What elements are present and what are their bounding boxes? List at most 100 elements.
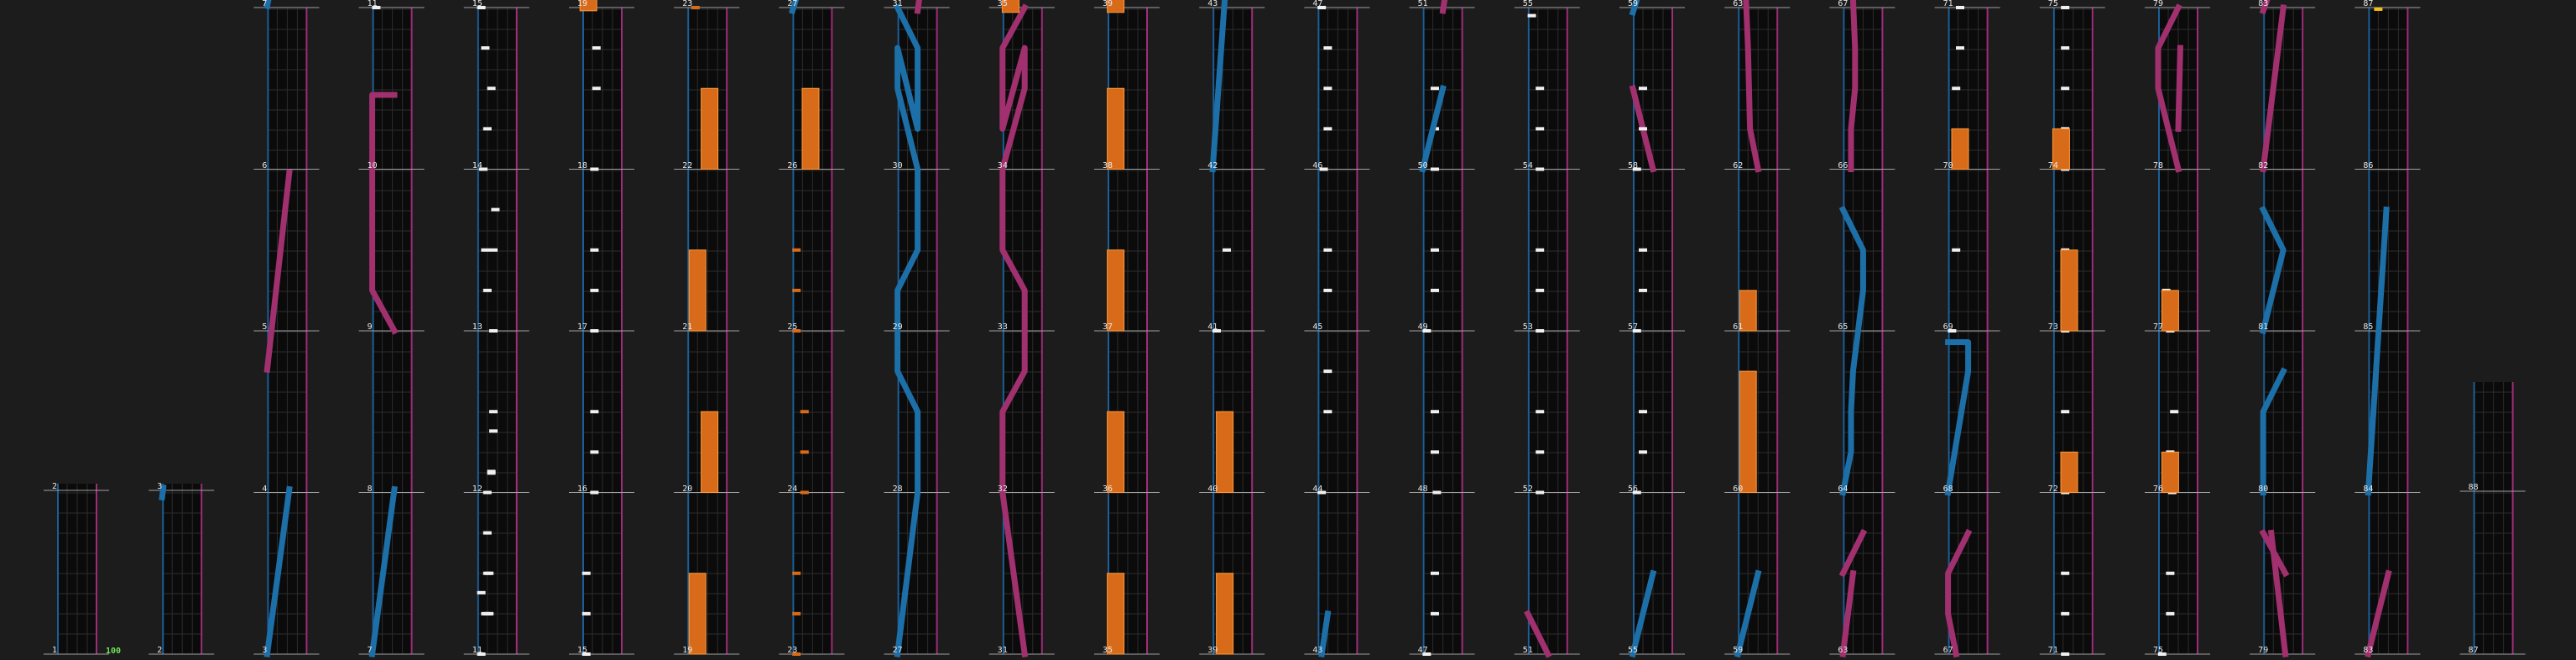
tap-note	[482, 288, 492, 292]
tap-note	[1431, 248, 1439, 252]
measure-number-label: 25	[787, 322, 798, 332]
hold-note	[801, 87, 820, 170]
tap-note	[2166, 571, 2175, 575]
tap-note	[1431, 571, 1439, 575]
measure-number-label: 3	[262, 646, 268, 655]
tap-note	[2061, 86, 2070, 91]
measure-number-label: 34	[997, 160, 1008, 170]
measure-number-label: 20	[682, 484, 693, 494]
tap-note	[489, 248, 498, 252]
measure-number-label: 14	[472, 160, 482, 170]
hold-note	[1001, 0, 1019, 13]
measure-number-label: 79	[2258, 646, 2269, 655]
left-slide-note	[2259, 205, 2287, 335]
measure-number-label: 83	[2363, 646, 2374, 655]
measure-number-label: 52	[1522, 484, 1533, 494]
measure-number-label: 51	[1522, 646, 1533, 655]
left-slide-note	[1629, 0, 1640, 17]
right-slide-note	[263, 169, 293, 374]
measure-number-label: 1	[52, 646, 58, 655]
measure-number-label: 56	[1628, 484, 1639, 494]
measure-number-label: 67	[1838, 0, 1849, 8]
measure-number-label: 23	[682, 0, 693, 8]
tap-note	[590, 490, 599, 495]
left-slide-note	[1419, 85, 1447, 173]
tap-note	[372, 6, 381, 9]
tap-note	[792, 288, 801, 292]
tap-note	[792, 611, 801, 615]
right-slide-note	[2260, 4, 2287, 173]
hold-note	[1739, 370, 1757, 493]
right-slide-note	[2259, 0, 2271, 15]
hold-note	[1107, 411, 1125, 493]
measure-number-label: 23	[787, 646, 798, 655]
tap-note	[1317, 490, 1327, 495]
measure-number-label: 4	[262, 484, 268, 494]
left-slide-note	[1944, 338, 1972, 496]
tap-note	[590, 288, 599, 292]
tap-note	[487, 86, 496, 91]
measure-number-label: 63	[1838, 646, 1849, 655]
measure-number-label: 18	[577, 160, 588, 170]
measure-number-label: 61	[1733, 322, 1744, 332]
measure-number-label: 81	[2258, 322, 2269, 332]
measure-number-label: 54	[1522, 160, 1533, 170]
hold-note	[1107, 0, 1125, 13]
tap-note	[1422, 329, 1431, 333]
tap-note	[1536, 450, 1545, 454]
tap-note	[1323, 46, 1332, 50]
tap-note	[1431, 167, 1439, 171]
tap-note	[792, 248, 801, 252]
tap-note	[482, 531, 492, 535]
measure-number-label: 72	[2047, 484, 2058, 494]
hold-note	[1107, 87, 1125, 170]
measure-number-label: 24	[787, 484, 798, 494]
measure-number-label: 43	[1207, 0, 1218, 8]
tap-note	[481, 248, 490, 252]
tap-note	[590, 329, 599, 333]
tap-note	[489, 429, 498, 433]
measure-number-label: 38	[1103, 160, 1113, 170]
measure-number-label: 85	[2363, 322, 2374, 332]
measure-number-label: 19	[682, 646, 693, 655]
tap-note	[2061, 611, 2070, 615]
tap-note	[489, 410, 498, 414]
measure-number-label: 83	[2258, 0, 2269, 8]
tap-note	[1431, 450, 1439, 454]
tap-note	[1639, 248, 1647, 252]
tap-note	[2374, 7, 2383, 11]
hold-note	[1739, 290, 1757, 332]
tap-note	[590, 248, 599, 252]
measure-number-label: 87	[2468, 646, 2479, 655]
measure-number-label: 17	[577, 322, 588, 332]
tap-note	[2061, 410, 2070, 414]
left-slide-note	[263, 485, 293, 657]
hold-note	[579, 0, 597, 12]
tap-note	[487, 471, 496, 475]
left-slide-note	[893, 3, 921, 657]
measure-number-label: 42	[1207, 160, 1218, 170]
measure-number-label: 15	[577, 646, 588, 655]
tap-note	[581, 571, 591, 575]
measure-number-label: 59	[1628, 0, 1639, 8]
tap-note	[590, 410, 599, 414]
measure-number-label: 86	[2363, 160, 2374, 170]
left-slide-note	[1209, 0, 1228, 173]
tap-note	[1317, 6, 1327, 9]
measure-number-label: 74	[2047, 160, 2058, 170]
measure-number-label: 48	[1417, 484, 1428, 494]
right-slide-note	[2175, 45, 2183, 132]
measure-number-label: 62	[1733, 160, 1744, 170]
tap-note	[800, 450, 809, 454]
tap-note	[1323, 288, 1332, 292]
measure-number-label: 51	[1417, 0, 1428, 8]
left-slide-note	[789, 0, 800, 15]
measure-number-label: 87	[2363, 0, 2374, 8]
tap-note	[1639, 450, 1647, 454]
measure-number-label: 75	[2047, 0, 2058, 8]
hold-note	[688, 573, 707, 655]
measure-number-label: 77	[2153, 322, 2164, 332]
measure-number-label: 28	[892, 484, 903, 494]
